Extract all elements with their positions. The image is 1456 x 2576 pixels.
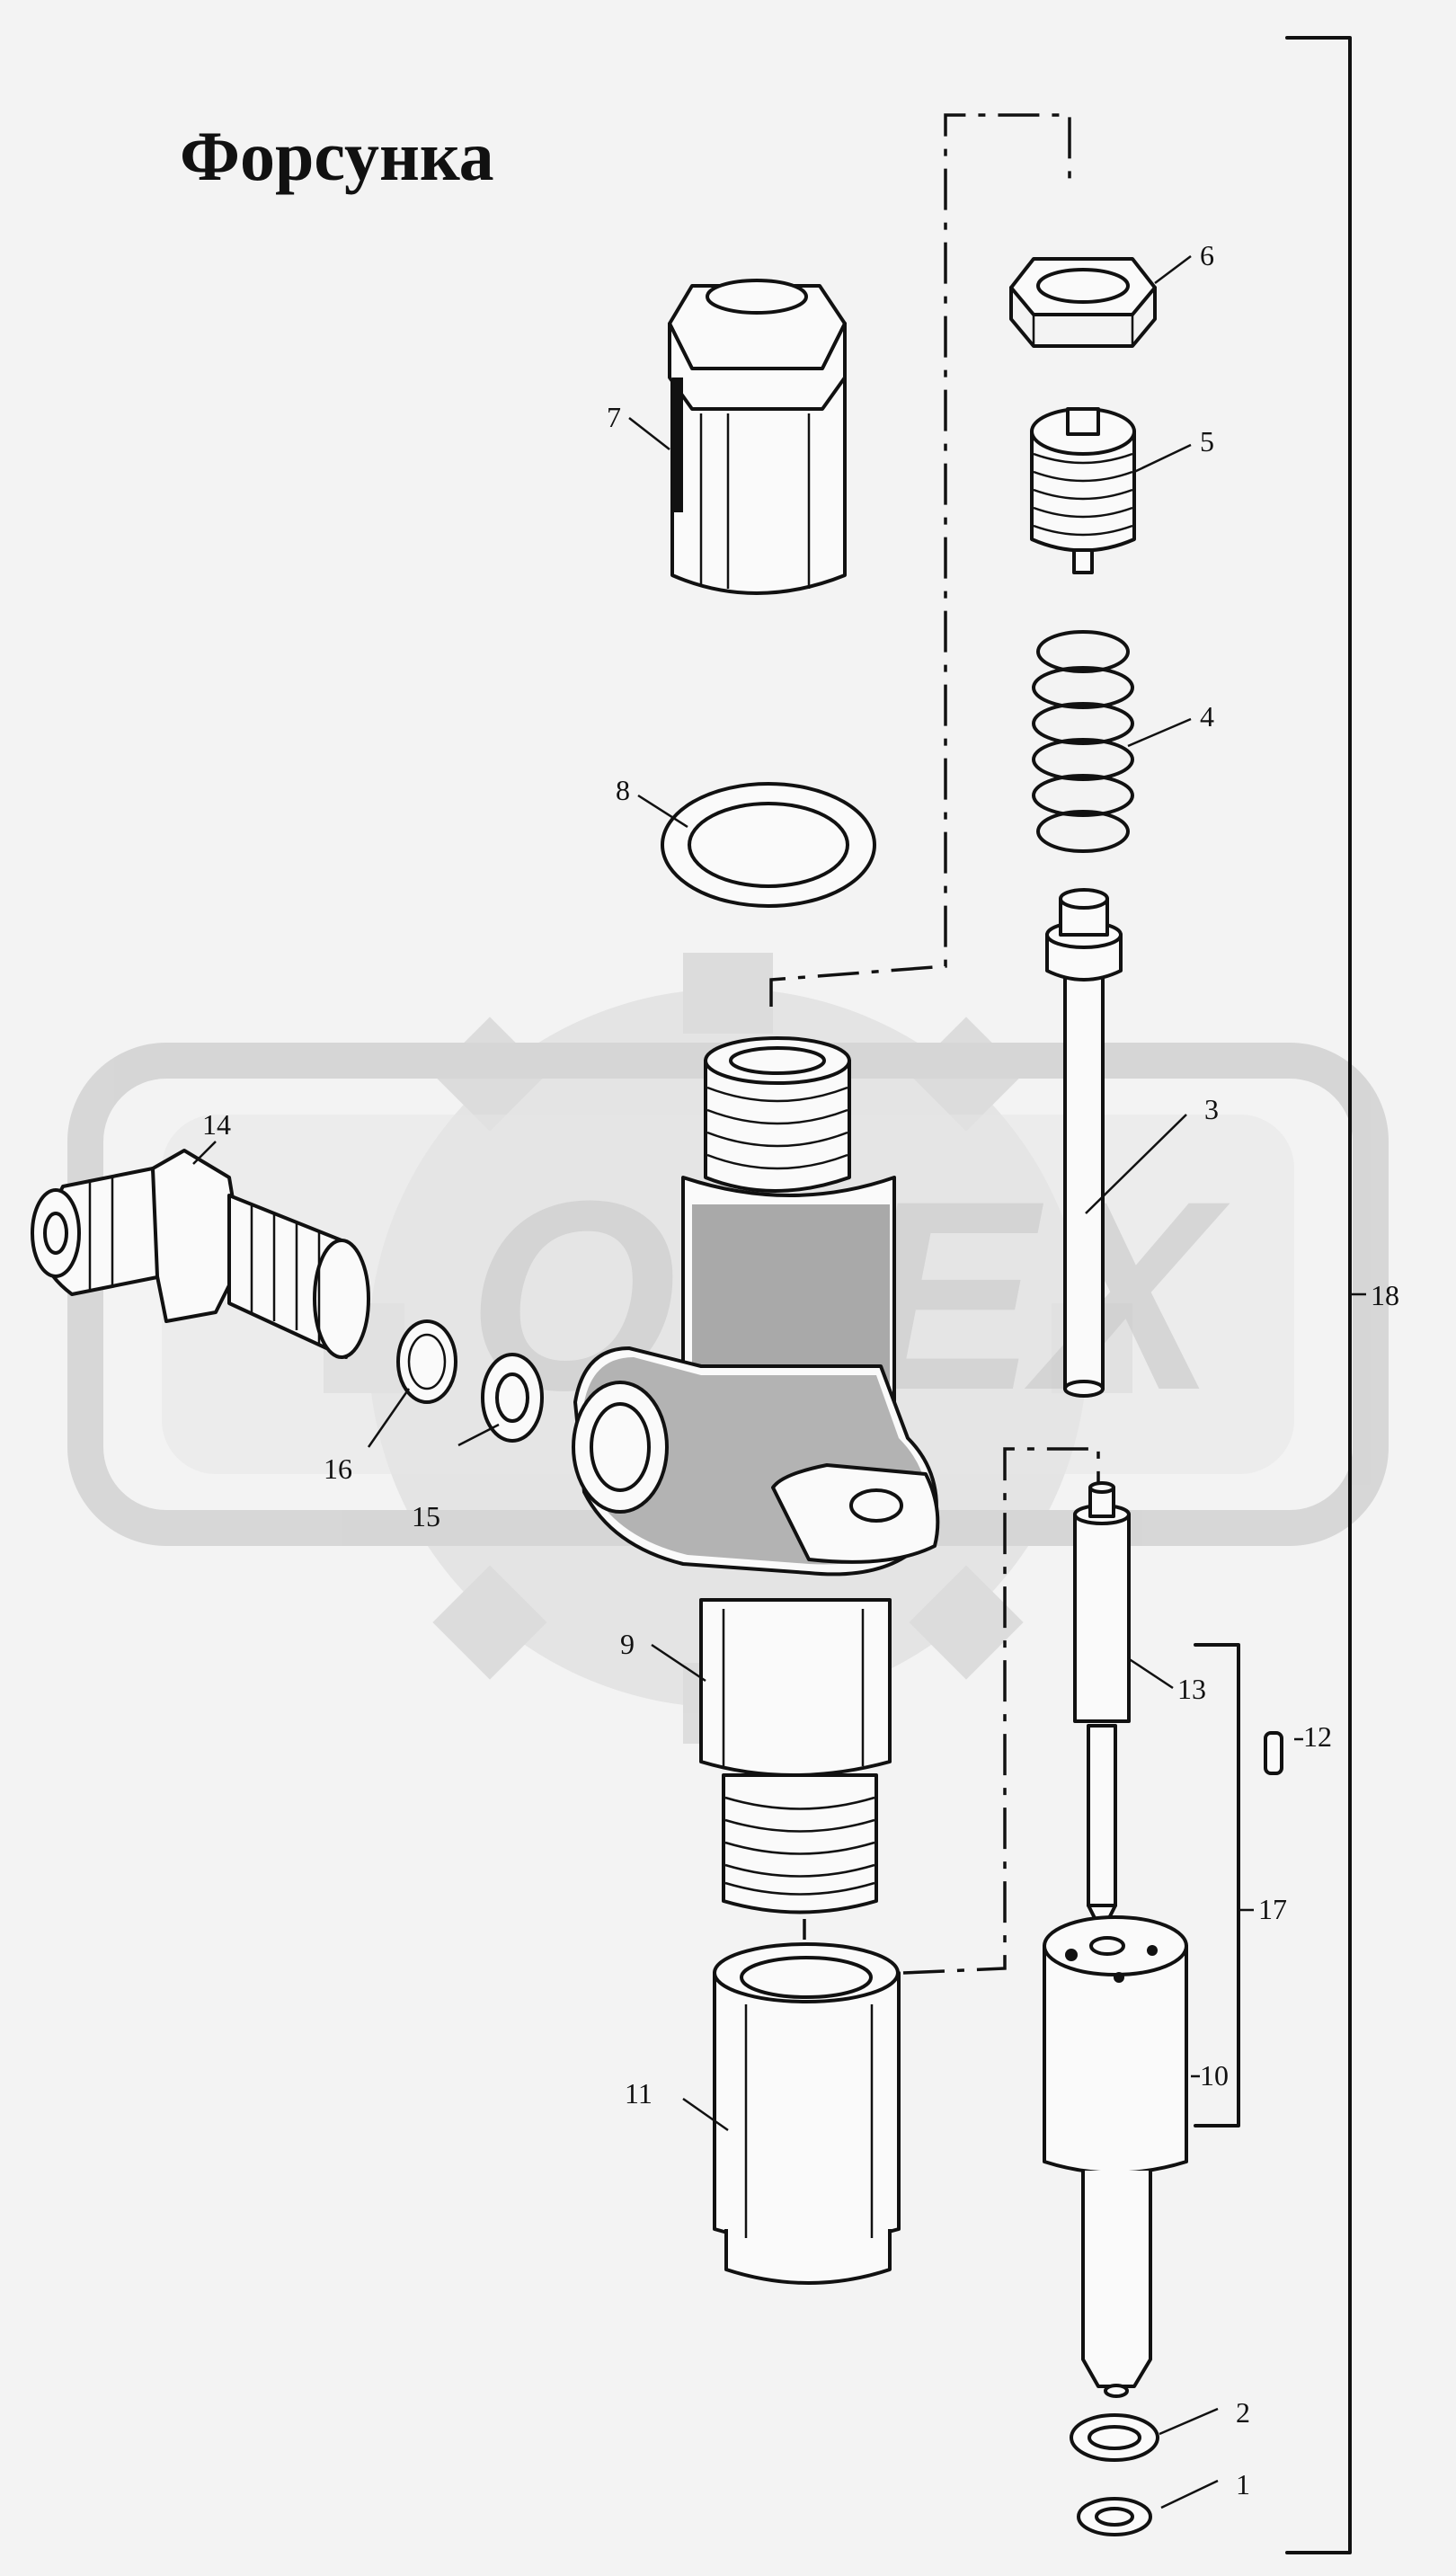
label-3: 3 xyxy=(1204,1093,1219,1125)
part-13-needle xyxy=(1073,1481,1131,1934)
callout-labels: 1 2 3 4 5 6 7 8 9 10 11 12 13 14 15 16 1… xyxy=(202,239,1399,2500)
part-2-washer xyxy=(1070,2413,1159,2462)
part-10-nozzle-body xyxy=(1043,1915,1188,2398)
label-12: 12 xyxy=(1303,1720,1332,1753)
label-16: 16 xyxy=(324,1452,352,1485)
label-13: 13 xyxy=(1177,1673,1206,1705)
part-16-filter xyxy=(396,1319,457,1404)
label-4: 4 xyxy=(1200,700,1214,733)
label-5: 5 xyxy=(1200,425,1214,457)
bracket-18 xyxy=(1285,36,1352,2554)
label-6: 6 xyxy=(1200,239,1214,271)
label-7: 7 xyxy=(607,401,621,433)
label-15: 15 xyxy=(412,1500,440,1532)
part-3-push-rod xyxy=(1045,888,1123,1398)
part-8-washer xyxy=(661,782,876,908)
label-10: 10 xyxy=(1200,2059,1229,2092)
diagram-title: Форсунка xyxy=(180,117,494,195)
label-1: 1 xyxy=(1236,2468,1250,2500)
label-14: 14 xyxy=(202,1108,231,1141)
label-17: 17 xyxy=(1258,1893,1287,1925)
part-6-nut xyxy=(1009,257,1157,348)
label-18: 18 xyxy=(1371,1279,1399,1311)
part-14-fitting xyxy=(31,1149,370,1359)
assembly-line-upper xyxy=(769,113,1071,1007)
part-12-pin xyxy=(1264,1731,1283,1775)
part-5-adjusting-screw xyxy=(1030,407,1136,574)
assembly-line-lower xyxy=(902,1447,1100,1975)
bracket-17 xyxy=(1194,1643,1240,2127)
part-15-seal xyxy=(481,1353,544,1443)
label-11: 11 xyxy=(625,2077,653,2110)
part-4-spring xyxy=(1032,630,1134,853)
part-9-body xyxy=(572,1036,940,1914)
leader-lines xyxy=(192,255,1303,2509)
part-11-nozzle-nut xyxy=(713,1942,901,2285)
label-2: 2 xyxy=(1236,2396,1250,2429)
part-1-ring xyxy=(1077,2497,1152,2536)
label-9: 9 xyxy=(620,1628,635,1660)
label-8: 8 xyxy=(616,774,630,806)
part-7-cap-nut xyxy=(668,279,847,595)
